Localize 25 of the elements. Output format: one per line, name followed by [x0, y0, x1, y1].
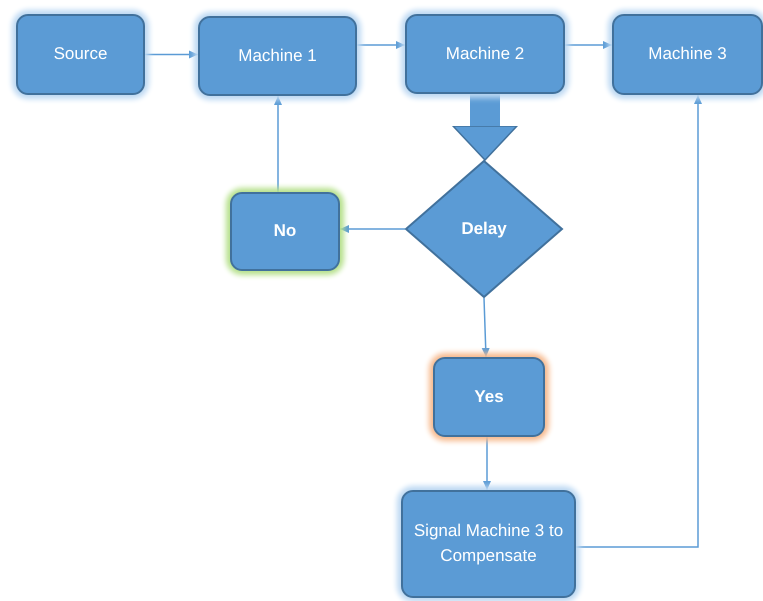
- process-box: [401, 490, 576, 598]
- decision-diamond: [405, 160, 563, 298]
- node-label: Machine 3: [647, 43, 728, 66]
- process-box: [405, 14, 565, 94]
- process-box: [198, 16, 357, 96]
- arrow: [357, 41, 405, 49]
- node-label: Yes: [473, 386, 505, 408]
- arrow: [576, 95, 702, 548]
- node-label: Delay: [460, 218, 508, 240]
- arrow: [483, 437, 491, 490]
- node-label: Machine 2: [444, 42, 526, 65]
- process-box: [230, 192, 340, 271]
- arrow: [340, 225, 405, 233]
- node-label: Source: [52, 43, 108, 66]
- arrow: [145, 50, 198, 58]
- arrow: [274, 96, 282, 192]
- arrow: [482, 298, 490, 358]
- block-arrow: [452, 94, 518, 161]
- process-box: [612, 14, 763, 95]
- arrow: [565, 41, 612, 49]
- process-box: [433, 357, 545, 437]
- node-label: Machine 1: [237, 44, 318, 67]
- node-label: Signal Machine 3 to Compensate: [412, 520, 564, 567]
- process-box: [16, 14, 145, 95]
- node-label: No: [272, 220, 298, 242]
